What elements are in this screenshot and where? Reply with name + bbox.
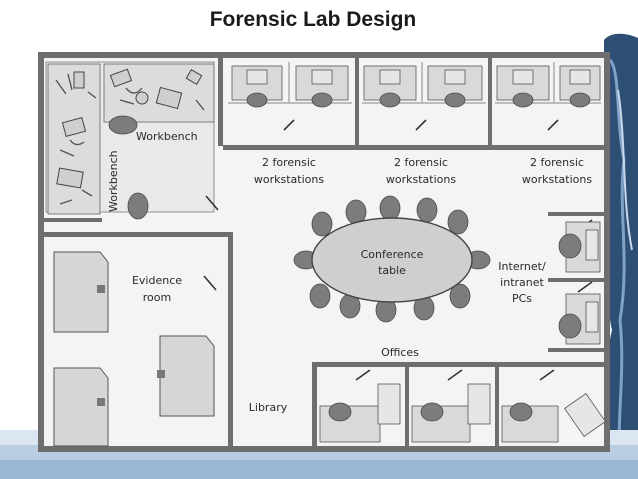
interior-walls <box>42 56 604 450</box>
lock-icon <box>157 370 165 378</box>
monitor-icon <box>585 301 599 333</box>
internet-label-line2: intranet <box>500 276 544 289</box>
monitor-icon <box>444 69 466 85</box>
lock-icon <box>97 285 105 293</box>
slide-title: Forensic Lab Design <box>209 8 417 31</box>
workstation-label-line1: 2 forensic <box>530 156 584 169</box>
lock-icon <box>97 398 105 406</box>
outer-walls <box>38 52 610 452</box>
monitor-icon <box>564 393 606 437</box>
offices <box>319 383 606 443</box>
conference-label-line1: Conference <box>361 248 424 261</box>
chair-icon <box>127 192 149 220</box>
monitor-icon <box>377 383 401 425</box>
internet-label-line3: PCs <box>512 292 532 305</box>
workbench-label-side: Workbench <box>107 150 120 212</box>
workstation-cubicles <box>231 65 601 108</box>
monitor-icon <box>569 69 591 85</box>
evidence-label-line2: room <box>143 291 171 304</box>
workstation-label-line2: workstations <box>522 173 592 186</box>
decorative-edge <box>604 33 638 479</box>
internet-pcs <box>558 221 601 345</box>
workstation-label-line2: workstations <box>254 173 324 186</box>
monitor-icon <box>246 69 268 85</box>
monitor-icon <box>379 69 401 85</box>
workstation-label-line2: workstations <box>386 173 456 186</box>
workbench-label-top: Workbench <box>136 130 198 143</box>
workstation-label-line1: 2 forensic <box>262 156 316 169</box>
monitor-icon <box>512 69 534 85</box>
workbench-area <box>45 61 215 220</box>
conference-table <box>293 195 491 323</box>
conference-label-line2: table <box>378 264 406 277</box>
monitor-icon <box>585 229 599 261</box>
chair-icon <box>108 115 138 135</box>
offices-label: Offices <box>381 346 419 359</box>
library-label: Library <box>249 401 288 414</box>
internet-label-line1: Internet/ <box>498 260 546 273</box>
workstation-label-line1: 2 forensic <box>394 156 448 169</box>
monitor-icon <box>311 69 333 85</box>
evidence-label-line1: Evidence <box>132 274 182 287</box>
monitor-icon <box>467 383 491 425</box>
evidence-room <box>53 251 215 447</box>
